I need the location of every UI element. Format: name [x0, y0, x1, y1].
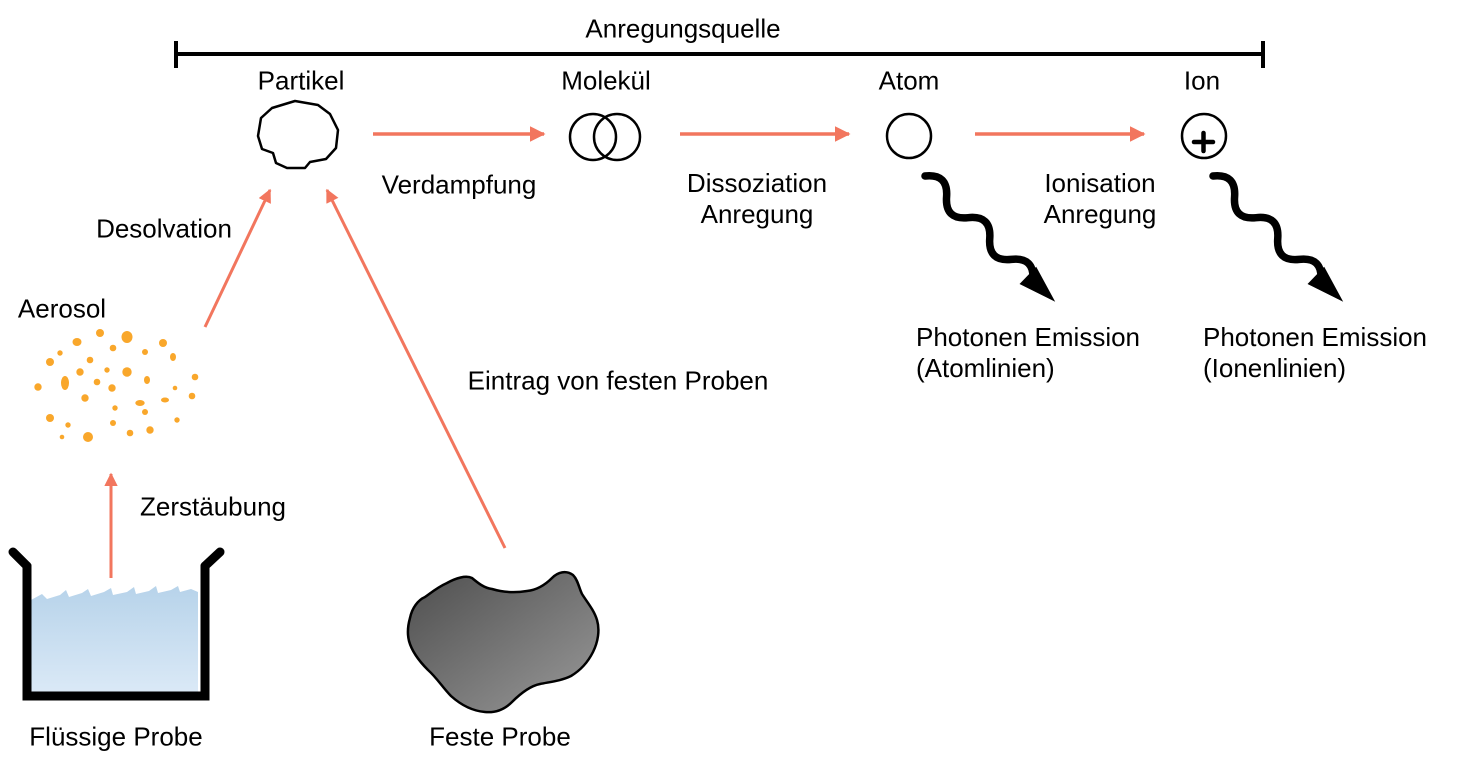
stage-label-molecule: Molekül: [561, 65, 651, 96]
particle-blob-icon: [256, 99, 340, 170]
beaker-liquid: [31, 586, 198, 697]
process-label-dissoziation-line2: Anregung: [700, 199, 814, 229]
stage-label-atom: Atom: [878, 65, 940, 96]
process-label-ionisation-line1: Ionisation: [1044, 168, 1156, 198]
solid-feed-arrow: [325, 188, 507, 549]
excitation-source-bracket: [174, 41, 1265, 68]
emission-label-atom-line1: Photonen Emission: [916, 322, 1141, 352]
process-label-ionisation: Ionisation Anregung: [1044, 168, 1157, 230]
solid-sample-blob-icon: [406, 570, 600, 714]
process-label-verdampfung: Verdampfung: [381, 169, 537, 200]
aerosol-label: Aerosol: [17, 293, 107, 324]
process-label-ionisation-line2: Anregung: [1043, 199, 1157, 229]
photon-wavy-arrow-icon: [1209, 172, 1344, 302]
process-label-dissoziation: Dissoziation Anregung: [687, 168, 827, 230]
emission-label-ion-line1: Photonen Emission: [1203, 322, 1428, 352]
feed-arrows: [104, 188, 507, 578]
aerosol-droplets-icon: [34, 329, 199, 442]
liquid-sample-label: Flüssige Probe: [29, 721, 203, 752]
process-label-zerstaeubung: Zerstäubung: [140, 491, 286, 522]
process-label-desolvation: Desolvation: [96, 213, 232, 244]
beaker-icon: [8, 547, 225, 701]
atom-circle-icon: [885, 112, 933, 160]
process-label-eintrag-fest: Eintrag von festen Proben: [467, 365, 769, 396]
stage-label-ion: Ion: [1183, 65, 1221, 96]
excitation-source-title: Anregungsquelle: [585, 13, 781, 44]
process-label-dissoziation-line1: Dissoziation: [686, 168, 828, 198]
emission-label-atom: Photonen Emission (Atomlinien): [916, 322, 1140, 384]
solid-sample-label: Feste Probe: [429, 721, 571, 752]
emission-label-ion: Photonen Emission (Ionenlinien): [1203, 322, 1427, 384]
stage-label-particle: Partikel: [257, 65, 345, 96]
ion-plus-circle-icon: [1180, 112, 1228, 160]
emission-label-atom-line2: (Atomlinien): [916, 353, 1055, 383]
desolvation-arrow: [203, 188, 272, 328]
photon-wavy-arrow-icon: [921, 172, 1056, 302]
molecule-circles-icon: [568, 112, 642, 162]
emission-label-ion-line2: (Ionenlinien): [1203, 353, 1347, 383]
